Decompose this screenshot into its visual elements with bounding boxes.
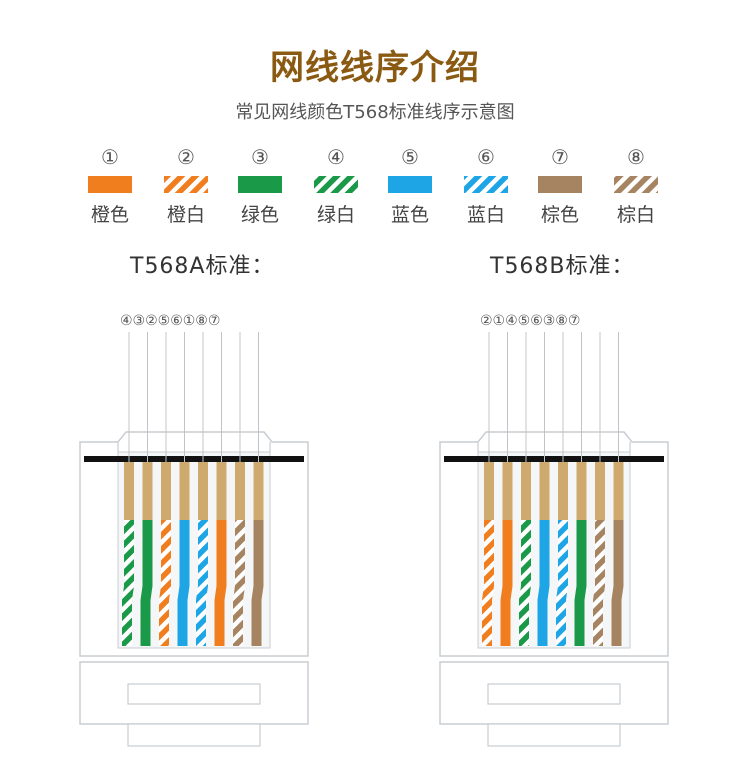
- gold-contact: [539, 462, 550, 520]
- legend-number: ⑦: [551, 145, 569, 169]
- wire-棕色: [251, 520, 264, 646]
- wire-橙白: [159, 520, 171, 646]
- gold-contact: [595, 462, 605, 520]
- page-title: 网线线序介绍: [270, 48, 480, 88]
- gold-contact: [198, 462, 208, 520]
- legend-swatch: [88, 176, 132, 193]
- gold-contact: [216, 462, 227, 520]
- wire-蓝白: [196, 520, 208, 646]
- wire-蓝白: [556, 520, 568, 646]
- wire-绿白: [519, 520, 531, 646]
- t568a-connector: [79, 332, 309, 747]
- gold-contact: [484, 462, 494, 520]
- legend-label: 蓝色: [390, 204, 429, 226]
- legend-number: ⑧: [627, 145, 645, 169]
- gold-contact: [558, 462, 568, 520]
- wire-绿白: [122, 520, 134, 646]
- legend-swatch: [388, 176, 432, 193]
- legend-label: 棕白: [616, 204, 655, 226]
- legend-label: 蓝白: [466, 204, 505, 226]
- wire-蓝色: [537, 520, 550, 646]
- t568a-sequence: ④③②⑤⑥①⑧⑦: [120, 313, 221, 329]
- gold-contact: [521, 462, 531, 520]
- gold-contact: [161, 462, 171, 520]
- legend-swatch: [314, 176, 358, 193]
- t568b-sequence: ②①④⑤⑥③⑧⑦: [480, 313, 581, 329]
- gold-contact: [502, 462, 513, 520]
- wire-棕白: [593, 520, 605, 646]
- gold-contact: [576, 462, 587, 520]
- gold-contact: [179, 462, 190, 520]
- legend-label: 绿色: [240, 204, 279, 226]
- legend-number: ①: [101, 145, 119, 169]
- wire-绿色: [140, 520, 153, 646]
- wire-棕白: [233, 520, 245, 646]
- legend-label: 棕色: [540, 204, 579, 226]
- legend-swatch: [538, 176, 582, 193]
- wire-绿色: [574, 520, 587, 646]
- legend-label: 橙白: [166, 204, 205, 226]
- wire-橙色: [214, 520, 227, 646]
- legend-label: 橙色: [90, 204, 129, 226]
- legend-swatch: [464, 176, 508, 193]
- t568a-title: T568A标准：: [130, 254, 275, 279]
- t568b-connector: [439, 332, 669, 747]
- legend-number: ⑥: [477, 145, 495, 169]
- gold-contact: [613, 462, 624, 520]
- gold-contact: [124, 462, 134, 520]
- page-subtitle: 常见网线颜色T568标准线序示意图: [235, 102, 515, 123]
- wire-橙白: [482, 520, 494, 646]
- legend-number: ②: [177, 145, 195, 169]
- legend-number: ④: [327, 145, 345, 169]
- legend-number: ⑤: [401, 145, 419, 169]
- wire-橙色: [500, 520, 513, 646]
- gold-contact: [253, 462, 264, 520]
- legend-swatch: [614, 176, 658, 193]
- legend-label: 绿白: [316, 204, 355, 226]
- wire-蓝色: [177, 520, 190, 646]
- gold-contact: [235, 462, 245, 520]
- wire-棕色: [611, 520, 624, 646]
- legend-swatch: [238, 176, 282, 193]
- gold-contact: [142, 462, 153, 520]
- legend-swatch: [164, 176, 208, 193]
- legend-number: ③: [251, 145, 269, 169]
- t568b-title: T568B标准：: [490, 254, 635, 279]
